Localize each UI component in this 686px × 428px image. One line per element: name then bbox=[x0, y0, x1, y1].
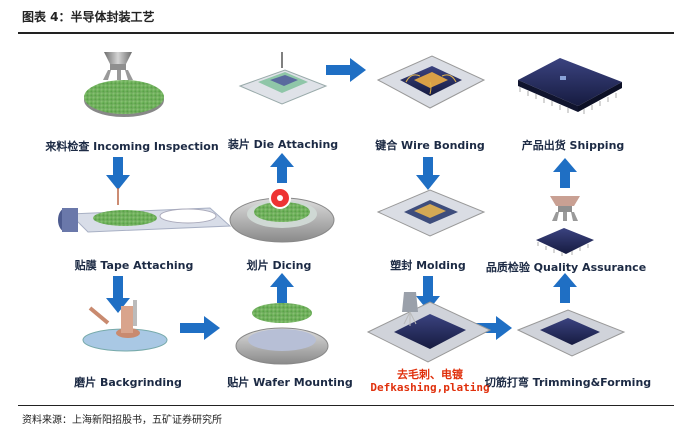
label-trim-forming: 切筋打弯 Trimming&Forming bbox=[484, 376, 652, 389]
label-molding: 塑封 Molding bbox=[390, 259, 466, 272]
arrow-incoming-to-tape bbox=[106, 157, 130, 190]
top-rule bbox=[18, 32, 674, 34]
bottom-rule bbox=[18, 405, 674, 406]
label-shipping: 产品出货 Shipping bbox=[521, 139, 625, 152]
die-attaching-illustration bbox=[238, 52, 328, 105]
arrow-dicing-to-dieattach bbox=[270, 153, 294, 183]
wafer-mounting-illustration bbox=[235, 303, 329, 365]
arrow-mount-to-dicing bbox=[270, 273, 294, 303]
label-die-attaching: 装片 Die Attaching bbox=[227, 138, 339, 151]
label-backgrinding: 磨片 Backgrinding bbox=[74, 376, 182, 389]
label-deflash-en: Defkashing,plating bbox=[370, 381, 490, 394]
arrow-wirebond-to-molding bbox=[416, 157, 440, 190]
label-incoming-inspection: 来料检查 Incoming Inspection bbox=[45, 140, 219, 153]
arrow-tape-to-backgrind bbox=[106, 276, 130, 313]
label-wafer-mounting: 贴片 Wafer Mounting bbox=[227, 376, 353, 389]
arrow-trim-to-quality bbox=[553, 273, 577, 303]
deflash-plating-illustration bbox=[366, 292, 492, 363]
backgrinding-illustration bbox=[82, 300, 168, 352]
figure-title: 图表 4：半导体封装工艺 bbox=[22, 10, 155, 24]
incoming-inspection-illustration bbox=[84, 52, 164, 117]
arrow-quality-to-shipping bbox=[553, 158, 577, 188]
label-quality-assurance: 品质检验 Quality Assurance bbox=[485, 261, 647, 274]
label-tape-attaching: 贴膜 Tape Attaching bbox=[74, 259, 194, 272]
arrow-dieattach-to-wirebond bbox=[326, 58, 366, 82]
trim-forming-illustration bbox=[516, 309, 626, 357]
quality-assurance-illustration bbox=[536, 196, 594, 256]
arrow-backgrind-to-mount bbox=[180, 316, 220, 340]
label-wire-bonding: 键合 Wire Bonding bbox=[375, 139, 485, 152]
molding-illustration bbox=[376, 189, 486, 237]
dicing-illustration bbox=[229, 187, 335, 243]
shipping-illustration bbox=[518, 58, 622, 114]
figure-source: 资料来源：上海新阳招股书，五矿证券研究所 bbox=[22, 415, 222, 426]
wire-bonding-illustration bbox=[376, 55, 486, 109]
label-deflash-cn: 去毛刺、电镀 bbox=[397, 368, 463, 381]
label-dicing: 划片 Dicing bbox=[246, 259, 312, 272]
tape-attaching-illustration bbox=[58, 188, 232, 233]
